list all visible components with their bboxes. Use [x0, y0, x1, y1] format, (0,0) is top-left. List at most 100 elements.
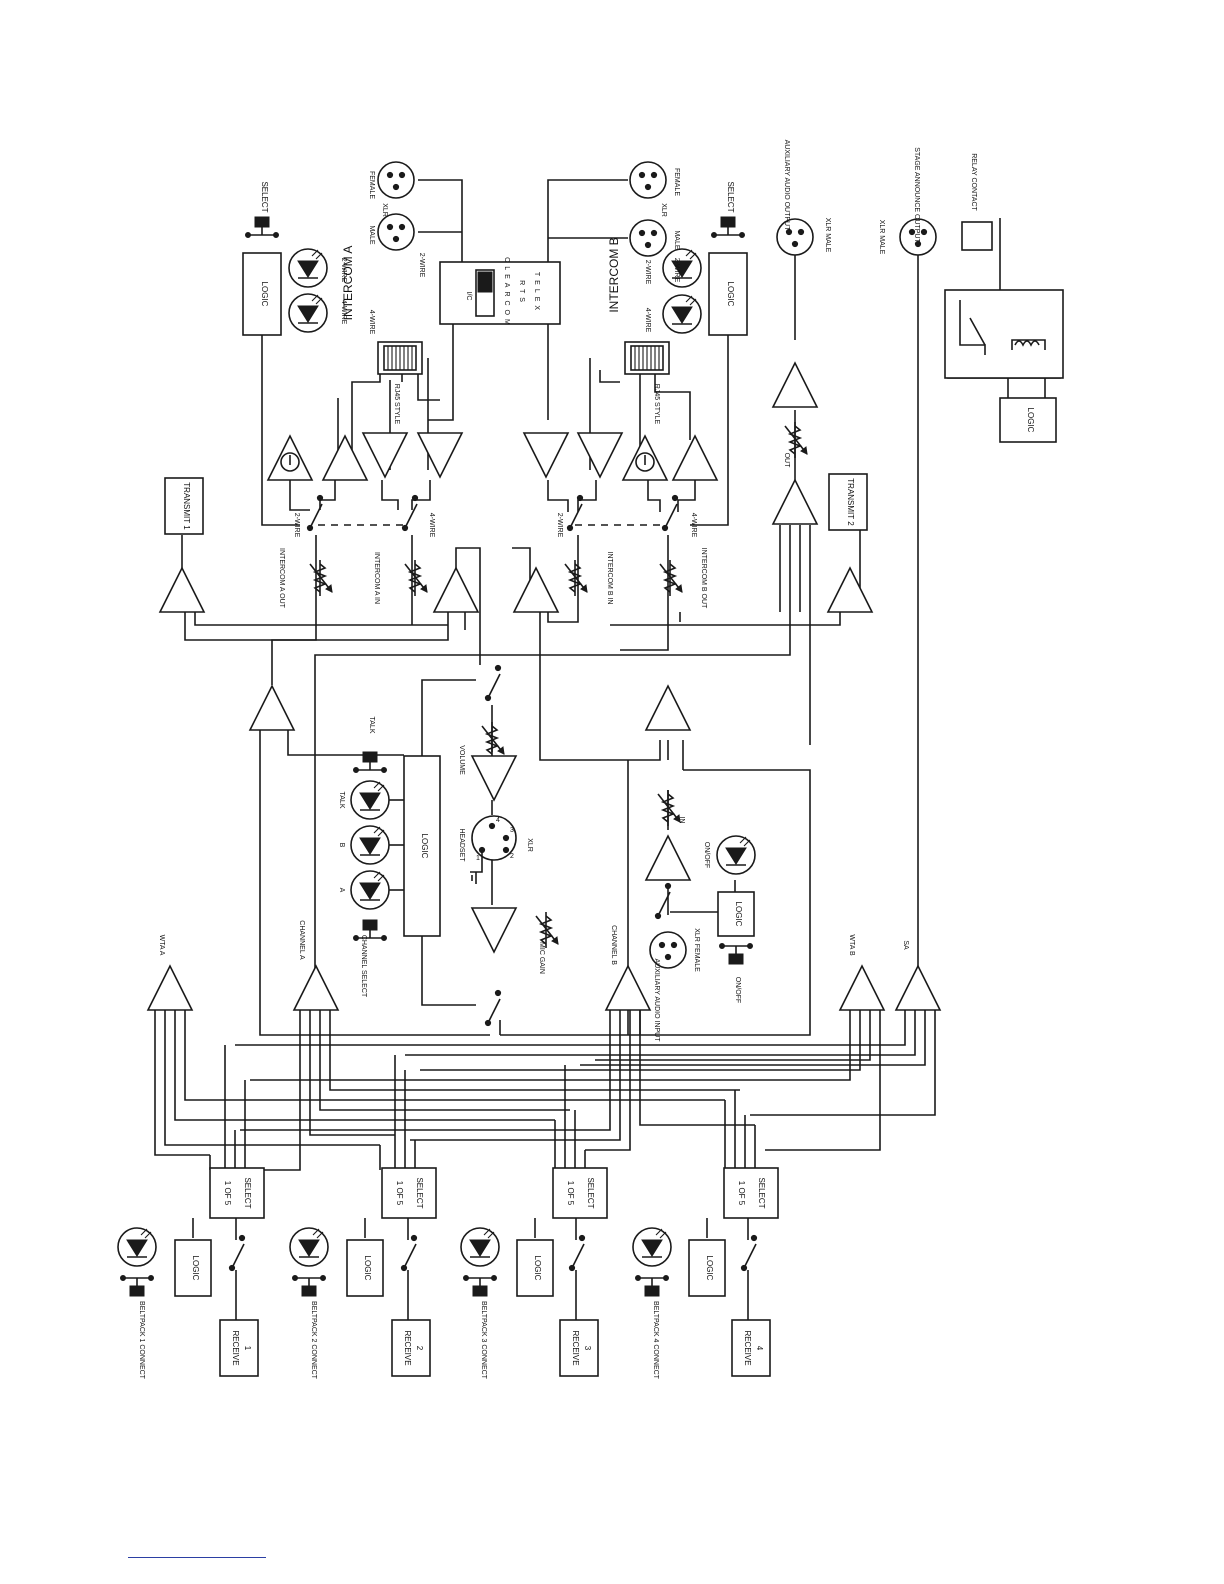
- label: 2-WIRE: [418, 253, 425, 278]
- label: XLR: [381, 203, 388, 217]
- led-2wire-a: [288, 248, 328, 288]
- label: 2-WIRE: [293, 513, 300, 538]
- label: MALE: [673, 230, 680, 249]
- label: INTERCOM A OUT: [278, 548, 285, 609]
- label: WTA B: [848, 934, 855, 956]
- label: XLR MALE: [824, 218, 831, 253]
- label: TRANSMIT 1: [182, 482, 191, 530]
- pin-label: 1: [476, 855, 480, 862]
- intercom-amplifiers: 2-WIRE 4-WIRE 2-WIRE 4-WIRE TRANSMIT 1 T…: [159, 432, 873, 731]
- label: XLR: [526, 838, 533, 852]
- label: OUT: [783, 453, 790, 469]
- led-4wire-a: [288, 293, 328, 333]
- label: XLR: [660, 203, 667, 217]
- label: WTA A: [158, 935, 165, 956]
- aux-input-section: IN XLR FEMALE AUXILIARY AUDIO INPUT LOGI…: [645, 789, 756, 1043]
- label: 2-WIRE: [556, 513, 563, 538]
- label: 1 OF 5: [737, 1181, 746, 1206]
- label: 4-WIRE: [368, 310, 375, 335]
- label: XLR FEMALE: [693, 928, 700, 972]
- label: SELECT: [243, 1177, 252, 1208]
- label: RECEIVE: [743, 1330, 752, 1365]
- label: AUXILIARY AUDIO INPUT: [653, 959, 660, 1043]
- label: TELEX: [533, 272, 540, 314]
- intercom-b-section: FEMALE XLR MALE INTERCOM B 2-WIRE 4-WIRE…: [607, 161, 748, 425]
- label: HEADSET: [458, 828, 465, 862]
- label: RTS: [518, 280, 525, 306]
- channel-select-section: LOGIC TALK TALK B A CHANNEL SELECT CHANN…: [158, 717, 909, 998]
- label: SELECT: [260, 181, 269, 212]
- label: RJ45 STYLE: [393, 384, 400, 425]
- intercom-a-section: LOGIC SELECT 2-WIRE 4-WIRE INTERCOM A MA…: [242, 161, 425, 425]
- label: TRANSMIT 2: [846, 478, 855, 526]
- label: CLEARCOM: [503, 257, 510, 329]
- label: B: [338, 843, 345, 848]
- label: LOGIC: [363, 1256, 372, 1281]
- label: FEMALE: [673, 168, 680, 196]
- label: A: [338, 888, 345, 893]
- label: LOGIC: [191, 1256, 200, 1281]
- main-logic: [403, 755, 441, 937]
- headset-section: VOLUME 4 3 2 1 HEADSET XLR MIC GAIN: [458, 664, 559, 1027]
- label: CHANNEL A: [298, 920, 305, 960]
- section-title: INTERCOM A: [341, 246, 355, 321]
- pin-label: 2: [510, 853, 514, 860]
- label: MIC GAIN: [538, 942, 545, 974]
- label: BELTPACK 3 CONNECT: [480, 1301, 487, 1380]
- label: CHANNEL SELECT: [360, 935, 367, 998]
- label: RJ45 STYLE: [653, 384, 660, 425]
- label: 1 OF 5: [566, 1181, 575, 1206]
- label: LOGIC: [420, 834, 429, 859]
- beltpack-channel-4: 1 OF 5 SELECT LOGIC BELTPACK 4 CONNECT R…: [632, 1167, 779, 1380]
- label: RECEIVE: [231, 1330, 240, 1365]
- outputs-section: AUXILIARY AUDIO OUTPUT XLR MALE OUT XLR …: [772, 140, 1064, 525]
- label: I/C: [465, 292, 472, 301]
- label: 3: [583, 1346, 592, 1351]
- label: LOGIC: [734, 902, 743, 927]
- relay-housing: [944, 289, 1064, 379]
- relay-contact: [961, 221, 993, 251]
- label: IN: [678, 817, 685, 824]
- label: 4: [755, 1346, 764, 1351]
- label: LOGIC: [1026, 408, 1035, 433]
- label: RELAY CONTACT: [970, 153, 977, 211]
- label: 4-WIRE: [690, 513, 697, 538]
- pin-label: 3: [510, 827, 514, 834]
- transmit-2-box: [828, 473, 868, 531]
- footnote-rule: [128, 1557, 266, 1558]
- label: BELTPACK 4 CONNECT: [652, 1301, 659, 1380]
- label: STAGE ANNOUNCE OUTPUT: [913, 147, 920, 243]
- label: LOGIC: [726, 282, 735, 307]
- label: AUXILIARY AUDIO OUTPUT: [783, 140, 790, 231]
- label: SA: [902, 940, 909, 950]
- intercom-type-switch[interactable]: I/C CLEARCOM RTS TELEX: [439, 257, 561, 329]
- label: FEMALE: [368, 171, 375, 199]
- label: 2-WIRE: [340, 258, 347, 283]
- label: SELECT: [726, 181, 735, 212]
- label: RECEIVE: [403, 1330, 412, 1365]
- label: INTERCOM B OUT: [700, 548, 707, 609]
- label: INTERCOM A IN: [373, 552, 380, 604]
- label: 4-WIRE: [340, 300, 347, 325]
- label: 2: [415, 1346, 424, 1351]
- label: BELTPACK 1 CONNECT: [138, 1301, 145, 1380]
- label: 2-WIRE: [644, 260, 651, 285]
- intercom-a-logic: [242, 252, 282, 336]
- label: BELTPACK 2 CONNECT: [310, 1301, 317, 1380]
- label: LOGIC: [533, 1256, 542, 1281]
- aux-logic: [717, 891, 755, 937]
- label: ON/OFF: [703, 842, 710, 868]
- label: TALK: [338, 792, 345, 809]
- relay-logic: [999, 397, 1057, 443]
- label: SELECT: [586, 1177, 595, 1208]
- label: INTERCOM B IN: [606, 552, 613, 605]
- label: 4-WIRE: [644, 308, 651, 333]
- beltpack-channel-1: 1 OF 5 SELECT LOGIC BELTPACK 1 CONNECT R…: [117, 1167, 265, 1380]
- beltpack-channel-3: 1 OF 5 SELECT LOGIC BELTPACK 3 CONNECT R…: [460, 1167, 608, 1380]
- label: 2-WIRE: [673, 258, 680, 283]
- label: ON/OFF: [734, 977, 741, 1003]
- label: LOGIC: [260, 282, 269, 307]
- label: VOLUME: [458, 745, 465, 775]
- pin-label: 4: [496, 817, 500, 824]
- label: 1: [243, 1346, 252, 1351]
